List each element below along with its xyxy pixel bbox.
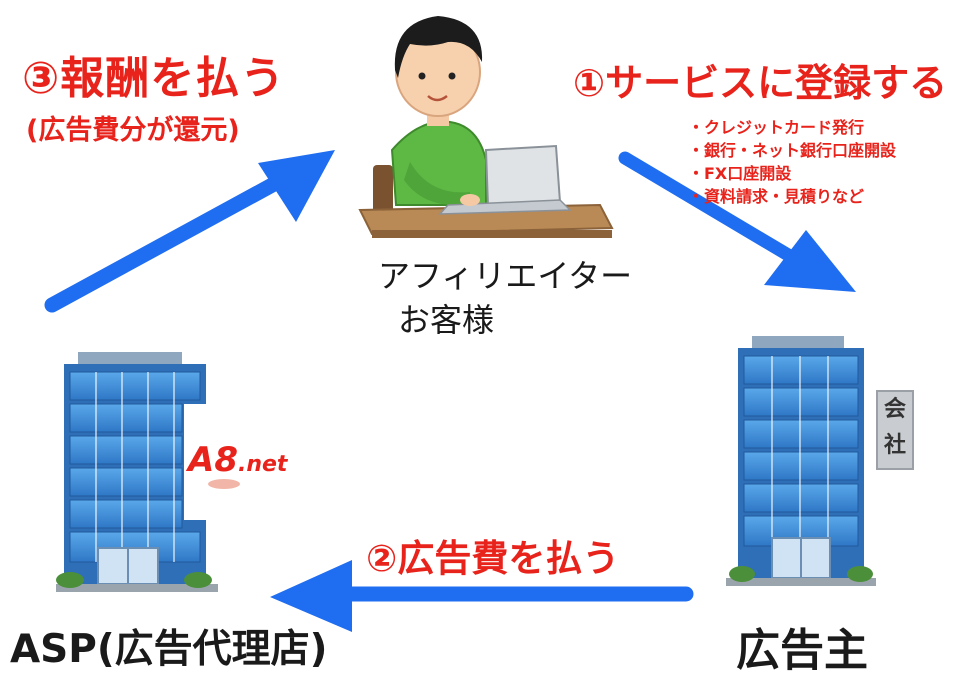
person-label-line1: アフィリエイター: [378, 257, 633, 295]
step3-title: ③報酬を払う: [22, 53, 286, 104]
arrow-step2-icon: [270, 560, 694, 632]
a8-logo-text: A8: [188, 440, 238, 480]
company-sign-char: 会: [883, 397, 906, 422]
step1-item: ・銀行・ネット銀行口座開設: [688, 141, 897, 160]
arrow-step1-icon: [618, 151, 856, 292]
advertiser-building-icon: [726, 336, 876, 586]
person-label: アフィリエイター お客様: [378, 254, 632, 342]
step1-item-list: ・クレジットカード発行 ・銀行・ネット銀行口座開設 ・FX口座開設 ・資料請求・…: [688, 116, 896, 208]
step2-title: ②広告費を払う: [366, 537, 620, 580]
step1-item: ・資料請求・見積りなど: [688, 187, 865, 206]
step1-item: ・クレジットカード発行: [688, 118, 865, 137]
asp-label: ASP(広告代理店): [10, 627, 328, 672]
asp-building-icon: [56, 352, 240, 592]
a8-logo-suffix: .net: [237, 452, 288, 477]
step1-title: ①サービスに登録する: [573, 61, 948, 105]
person-label-line2: お客様: [398, 301, 495, 339]
step1-item: ・FX口座開設: [688, 164, 792, 183]
company-sign-char: 社: [883, 433, 906, 458]
affiliate-person-icon: [358, 16, 614, 238]
advertiser-label: 広告主: [736, 625, 868, 676]
a8-logo: A8.net: [188, 440, 287, 480]
company-sign: 会 社: [876, 390, 914, 470]
step3-subtitle: (広告費分が還元): [26, 115, 240, 146]
arrow-step3-icon: [44, 150, 335, 313]
